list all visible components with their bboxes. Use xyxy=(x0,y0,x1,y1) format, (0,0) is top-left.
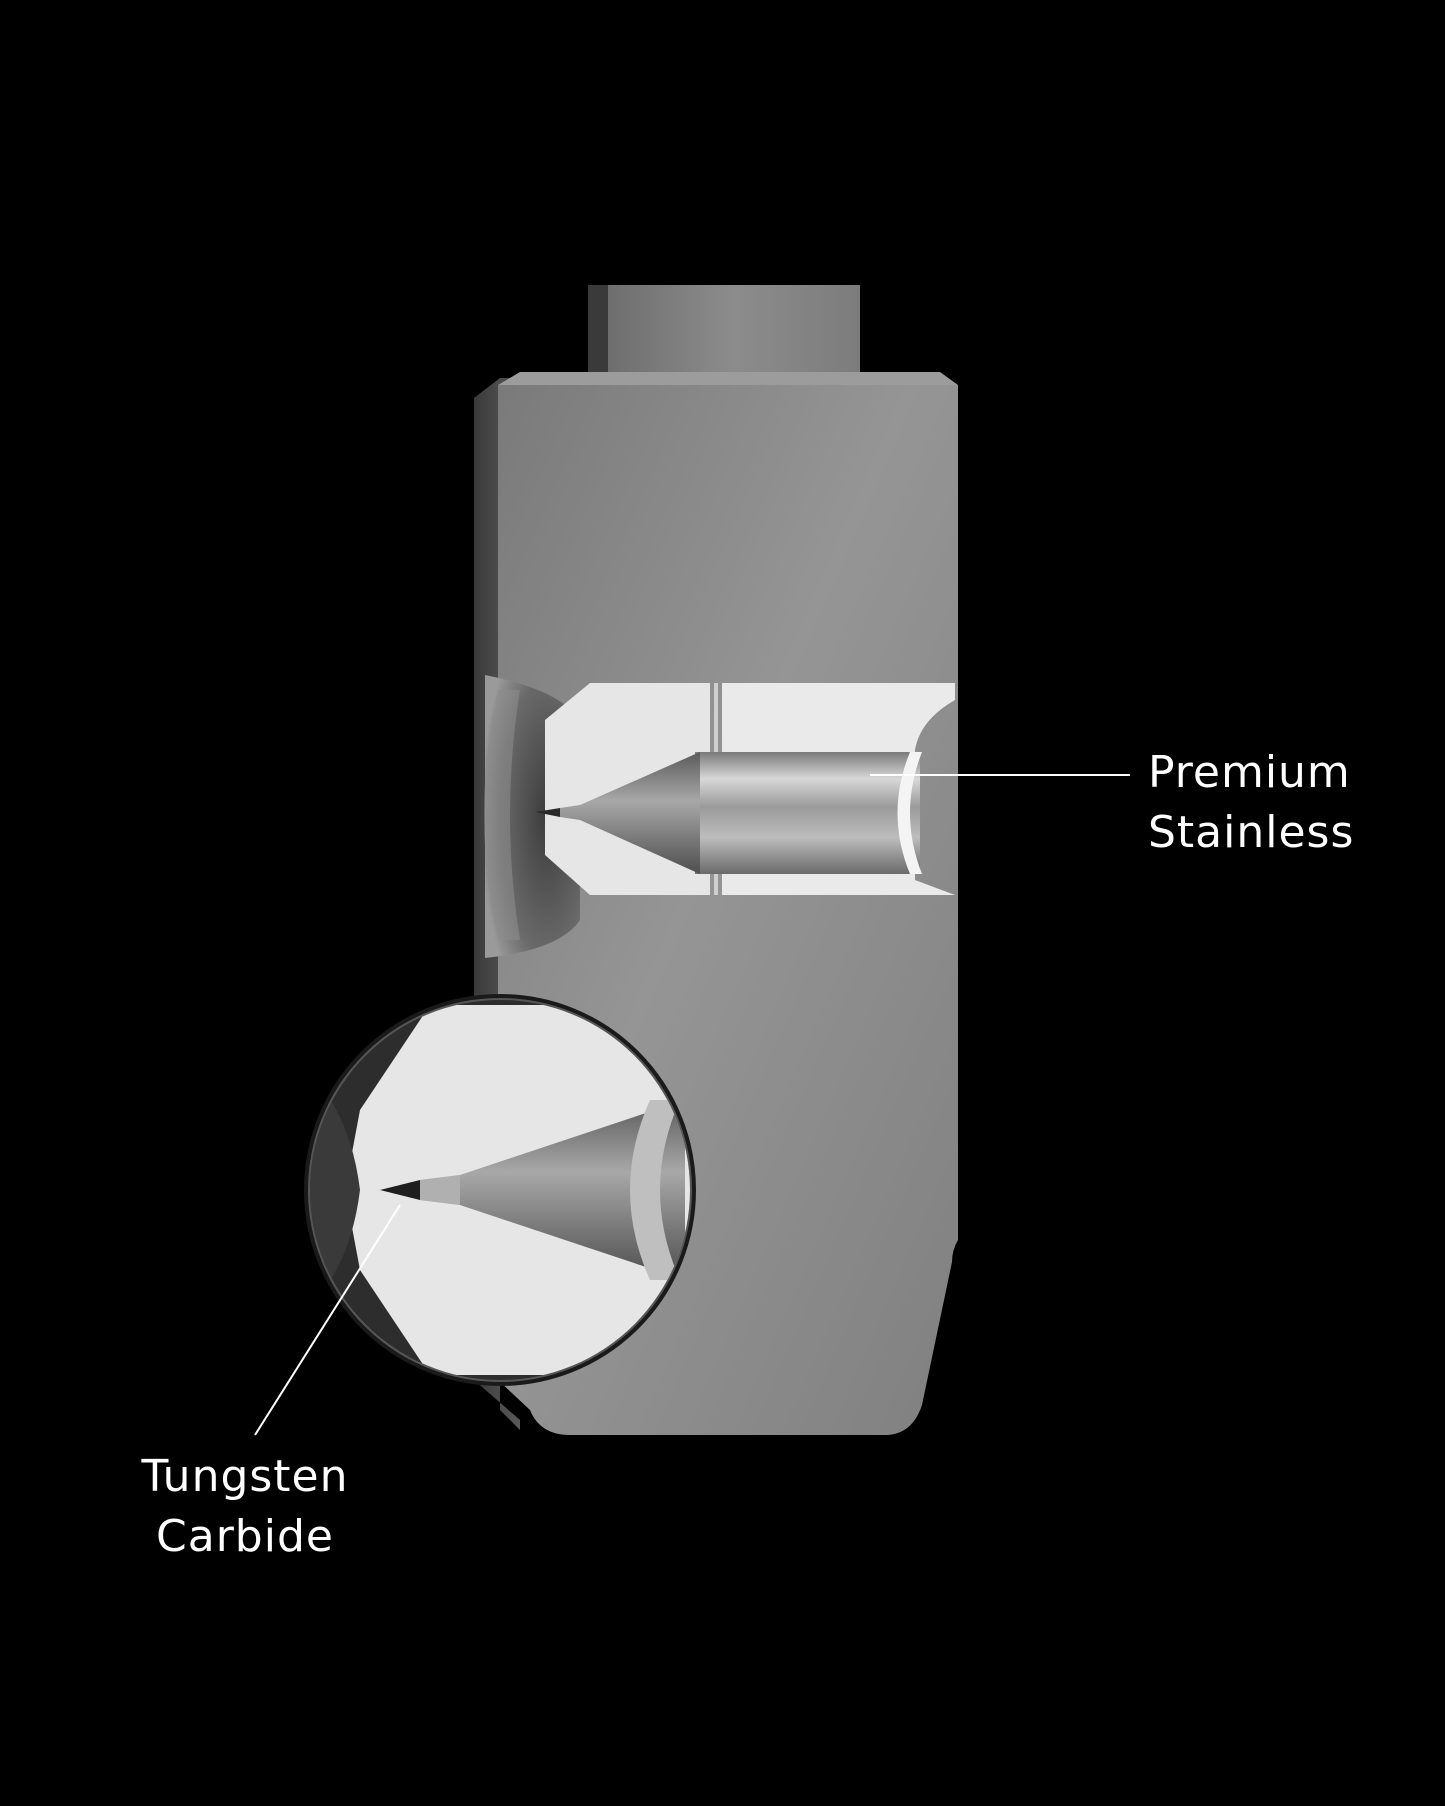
premium-stainless-label-line-2: Stainless xyxy=(1148,807,1355,858)
premium-stainless-label-line-1: Premium xyxy=(1148,747,1351,798)
stainless-bore xyxy=(695,752,922,874)
tungsten-carbide-label-line-2: Carbide xyxy=(156,1511,334,1562)
tungsten-carbide-label-line-1: Tungsten xyxy=(141,1451,349,1502)
tungsten-leader-line xyxy=(254,1204,401,1436)
nozzle-top-neck xyxy=(588,285,860,385)
tungsten-carbide-label: Tungsten Carbide xyxy=(100,1447,390,1567)
zoom-detail-circle xyxy=(304,994,696,1386)
premium-stainless-label: Premium Stainless xyxy=(1148,743,1354,863)
nozzle-cone xyxy=(535,752,700,874)
